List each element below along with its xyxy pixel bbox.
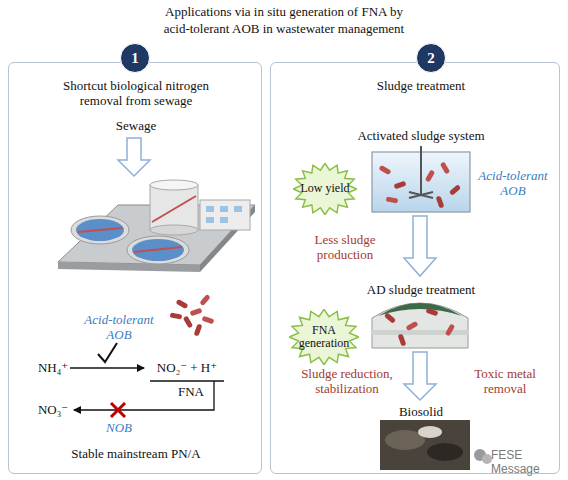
biosolid-photo <box>380 420 470 470</box>
digester-dome <box>378 303 462 316</box>
starburst-text: FNA generation <box>296 324 352 350</box>
callout-circle: 2 <box>416 43 446 73</box>
plant-tank-base <box>150 225 198 235</box>
clarifier-water <box>132 239 184 261</box>
clarifier-water <box>76 219 124 241</box>
bacterium <box>379 165 392 175</box>
callout-number: 1 <box>131 50 139 67</box>
bacterium <box>425 170 435 183</box>
plant-window <box>220 206 228 212</box>
panel-text: Sludge treatment <box>321 79 521 94</box>
bacterium <box>440 162 450 175</box>
panel-text: NH₄⁺ <box>28 361 78 376</box>
bacterium <box>194 324 203 337</box>
bacterium <box>436 196 445 209</box>
callout-number: 2 <box>427 50 435 67</box>
panel-box: Shortcut biological nitrogen removal fro… <box>8 62 262 474</box>
panel-text: Stable mainstream PN/A <box>31 447 241 462</box>
starburst-outline <box>293 163 356 214</box>
cross-mark <box>111 403 125 417</box>
flow-arrow <box>404 216 436 276</box>
bacterium <box>445 324 455 337</box>
bacterium <box>183 316 193 329</box>
stirrer-shaft <box>420 146 422 195</box>
panel-text: NO₂⁻ + H⁺ <box>142 361 232 376</box>
flow-arrow <box>118 138 150 176</box>
digester-body <box>372 303 468 348</box>
underline <box>150 380 224 381</box>
clarifier-rim <box>71 216 129 244</box>
bacterium <box>386 196 399 203</box>
bacterium <box>406 321 419 331</box>
panel-box: Sludge treatmentActivated sludge systemA… <box>270 62 560 474</box>
clarifier-bridge <box>78 228 122 232</box>
panel-text: Shortcut biological nitrogen removal fro… <box>46 79 226 109</box>
biosolid-glare <box>418 426 442 438</box>
biosolid-clump <box>427 443 463 461</box>
panel-text: Acid-tolerant AOB <box>74 313 164 343</box>
panel-text: Toxic metal removal <box>465 367 545 397</box>
plant-tank <box>150 185 198 230</box>
starburst: Low yield <box>293 163 357 215</box>
bacterium <box>394 181 407 190</box>
bacterium <box>449 184 461 196</box>
bacterium <box>170 312 183 319</box>
title: Applications via in situ generation of F… <box>134 4 434 38</box>
panel-text: FNA <box>166 385 216 400</box>
clarifier-bridge <box>134 247 182 252</box>
panel-text: Activated sludge system <box>321 129 521 144</box>
plant-tank-stripe <box>152 196 196 222</box>
bacterium <box>199 294 211 306</box>
panel-text: NOB <box>94 421 144 436</box>
bacterium <box>426 308 439 317</box>
bacterium <box>190 308 203 317</box>
flow-arrow <box>404 352 436 400</box>
starburst: FNA generation <box>289 309 359 365</box>
plant-window <box>234 206 242 212</box>
panel-text: Biosolid <box>371 405 471 420</box>
bacterium <box>384 312 396 324</box>
panel-text: AD sludge treatment <box>321 283 521 298</box>
plant-window <box>220 217 228 223</box>
callout-circle: 1 <box>120 43 150 73</box>
plant-tank-top <box>150 180 198 190</box>
digester-band <box>372 330 468 335</box>
plant-window <box>206 217 214 223</box>
panel-text: NO₃⁻ <box>28 403 78 418</box>
panel-text: Acid-tolerant AOB <box>473 169 553 199</box>
panel-text: Sewage <box>96 119 176 134</box>
watermark: FESE Message <box>491 449 566 477</box>
cross-mark <box>111 403 125 417</box>
bacterium <box>176 299 189 309</box>
bacterium <box>202 316 215 325</box>
check-mark <box>98 343 117 362</box>
panel-text: Less sludge production <box>305 233 385 263</box>
clarifier-rim <box>127 236 189 264</box>
plant-building <box>200 200 250 230</box>
starburst-text: Low yield <box>297 182 353 195</box>
stirrer-blade <box>409 192 433 198</box>
plant-platform-edge <box>58 262 200 272</box>
plant-window <box>206 206 214 212</box>
watermark-icon <box>482 454 492 464</box>
panel-text: Sludge reduction, stabilization <box>292 367 402 397</box>
reaction-arrow <box>70 367 144 368</box>
starburst-outline <box>289 309 358 364</box>
bacterium <box>398 334 407 347</box>
